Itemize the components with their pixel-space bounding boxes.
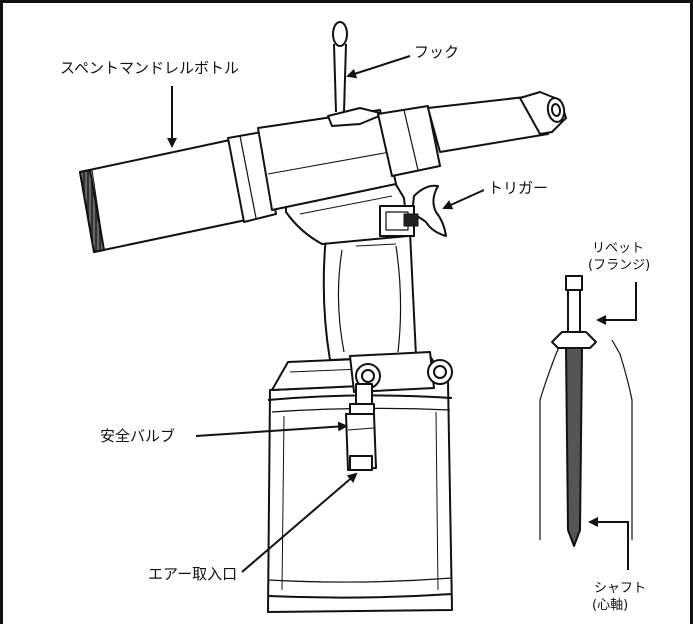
- label-spent-mandrel-bottle: スペントマンドレルボトル: [60, 59, 239, 77]
- label-shaft-line1: シャフト: [594, 581, 647, 596]
- rivet-flange: [551, 331, 597, 349]
- mandrel-bottle: [79, 139, 247, 253]
- leader-safety-valve: [195, 421, 348, 437]
- front-sleeve: [377, 105, 441, 177]
- leader-hook: [346, 55, 411, 79]
- label-safety-valve: 安全バルブ: [100, 427, 176, 445]
- label-hook: フック: [414, 43, 460, 61]
- leader-air-inlet: [241, 472, 358, 573]
- mandrel-stem: [567, 289, 581, 333]
- label-trigger: トリガー: [488, 179, 549, 197]
- mandrel-head: [565, 275, 583, 291]
- air-inlet-fitting: [345, 413, 377, 471]
- label-shaft-line2: (心軸): [592, 598, 629, 613]
- leader-lines: [167, 55, 637, 573]
- trigger: [379, 184, 447, 237]
- leader-shaft: [588, 517, 629, 570]
- label-rivet-line2: (フランジ): [588, 258, 651, 273]
- nose-piece: [427, 91, 567, 153]
- leader-rivet: [596, 282, 637, 325]
- shaft: [565, 347, 583, 547]
- rivet-assembly: [539, 275, 633, 547]
- air-fittings: [349, 351, 453, 393]
- label-air-inlet: エアー取入口: [148, 565, 238, 583]
- label-rivet-line1: リベット: [592, 241, 645, 256]
- hook: [332, 21, 348, 113]
- leader-trigger: [442, 189, 485, 210]
- barrel: [257, 109, 397, 211]
- grip: [322, 228, 417, 361]
- rivet-tool: [79, 21, 567, 613]
- rivet-silhouette: [539, 339, 633, 540]
- safety-valve: [349, 383, 375, 417]
- hook-mount: [327, 107, 385, 127]
